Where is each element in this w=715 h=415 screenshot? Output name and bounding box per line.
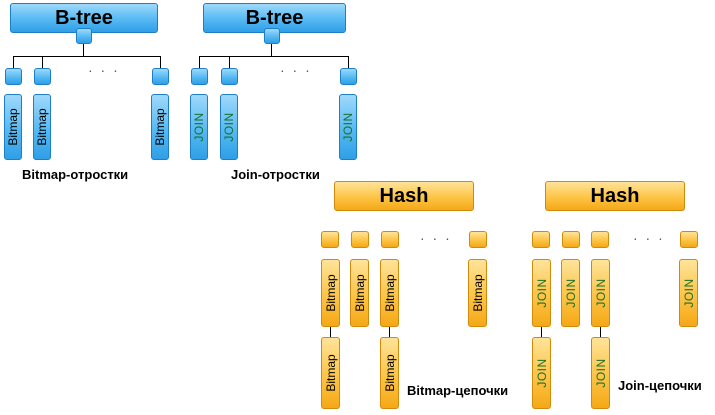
hash-join-entry: JOIN — [591, 259, 610, 327]
connector — [348, 56, 349, 68]
hash-join-bucket — [680, 231, 698, 248]
hash-bitmap-bucket — [351, 231, 369, 248]
hash-join-entry-label: JOIN — [593, 278, 608, 308]
hash-bitmap-entry-label: Bitmap — [382, 274, 397, 312]
btree-bitmap-leaf: Bitmap — [33, 94, 51, 160]
connector — [83, 44, 84, 56]
hash-bitmap-entry-label: Bitmap — [352, 274, 367, 312]
hash-bitmap-entry: Bitmap — [380, 259, 399, 327]
hash-join-bucket — [562, 231, 580, 248]
hash-join-title: Hash — [590, 184, 640, 207]
btree-join-root: B-tree — [203, 3, 346, 33]
hash-join-bucket — [591, 231, 609, 248]
chain-link — [541, 327, 542, 337]
btree-join-title: B-tree — [245, 6, 304, 29]
chain-link — [389, 327, 390, 337]
btree-join-ellipsis: · · · — [280, 62, 312, 78]
hash-join-entry-label: JOIN — [534, 278, 549, 308]
hash-bitmap-entry: Bitmap — [468, 259, 487, 327]
hash-join-root: Hash — [545, 181, 685, 211]
btree-bitmap-node — [34, 68, 51, 85]
hash-join-entry-label: JOIN — [534, 358, 549, 388]
hash-join-chain-entry: JOIN — [591, 337, 610, 409]
hash-bitmap-chain-entry: Bitmap — [321, 337, 340, 409]
hash-bitmap-entry-label: Bitmap — [470, 274, 485, 312]
btree-bitmap-ellipsis: · · · — [88, 62, 120, 78]
btree-join-leaf-label: JOIN — [222, 112, 236, 142]
chain-link — [330, 327, 331, 337]
btree-join-node — [221, 68, 238, 85]
btree-join-leaf: JOIN — [339, 94, 357, 160]
btree-join-node — [340, 68, 357, 85]
hash-bitmap-chain-entry: Bitmap — [380, 337, 399, 409]
hash-bitmap-bucket — [321, 231, 339, 248]
btree-bitmap-leaf-label: Bitmap — [6, 108, 20, 146]
hash-join-entry-label: JOIN — [681, 278, 696, 308]
hash-bitmap-caption: Bitmap-цепочки — [407, 383, 509, 398]
hash-bitmap-title: Hash — [379, 184, 429, 207]
hash-join-entry: JOIN — [532, 259, 551, 327]
hash-bitmap-entry-label: Bitmap — [323, 354, 338, 392]
btree-bitmap-caption: Bitmap-отростки — [22, 167, 129, 182]
btree-join-leaf: JOIN — [190, 94, 208, 160]
hash-join-chain-entry: JOIN — [532, 337, 551, 409]
connector — [199, 56, 349, 57]
hash-bitmap-bucket — [469, 231, 487, 248]
hash-bitmap-entry: Bitmap — [321, 259, 340, 327]
btree-bitmap-root-port — [76, 28, 92, 44]
hash-join-entry: JOIN — [679, 259, 698, 327]
hash-join-ellipsis: · · · — [633, 230, 665, 246]
connector — [160, 56, 161, 68]
btree-bitmap-leaf-label: Bitmap — [35, 108, 49, 146]
hash-bitmap-entry-label: Bitmap — [323, 274, 338, 312]
btree-bitmap-leaf-label: Bitmap — [153, 108, 167, 146]
btree-join-node — [191, 68, 208, 85]
connector — [13, 56, 161, 57]
btree-bitmap-node — [152, 68, 169, 85]
btree-bitmap-node — [5, 68, 22, 85]
hash-join-caption: Join-цепочки — [618, 378, 702, 393]
hash-bitmap-entry-label: Bitmap — [382, 354, 397, 392]
hash-join-entry-label: JOIN — [593, 358, 608, 388]
hash-bitmap-bucket — [381, 231, 399, 248]
btree-bitmap-title: B-tree — [55, 6, 113, 29]
btree-join-leaf: JOIN — [220, 94, 238, 160]
btree-join-root-port — [264, 28, 280, 44]
btree-bitmap-leaf: Bitmap — [4, 94, 22, 160]
hash-join-entry-label: JOIN — [563, 278, 578, 308]
connector — [42, 56, 43, 68]
hash-bitmap-root: Hash — [334, 181, 474, 211]
hash-bitmap-ellipsis: · · · — [420, 230, 452, 246]
btree-join-leaf-label: JOIN — [192, 112, 206, 142]
btree-join-leaf-label: JOIN — [341, 112, 355, 142]
btree-join-caption: Join-отростки — [231, 167, 320, 182]
connector — [229, 56, 230, 68]
hash-join-entry: JOIN — [561, 259, 580, 327]
btree-bitmap-leaf: Bitmap — [151, 94, 169, 160]
chain-link — [600, 327, 601, 337]
hash-bitmap-entry: Bitmap — [350, 259, 369, 327]
connector — [271, 44, 272, 56]
hash-join-bucket — [532, 231, 550, 248]
connector — [199, 56, 200, 68]
connector — [13, 56, 14, 68]
